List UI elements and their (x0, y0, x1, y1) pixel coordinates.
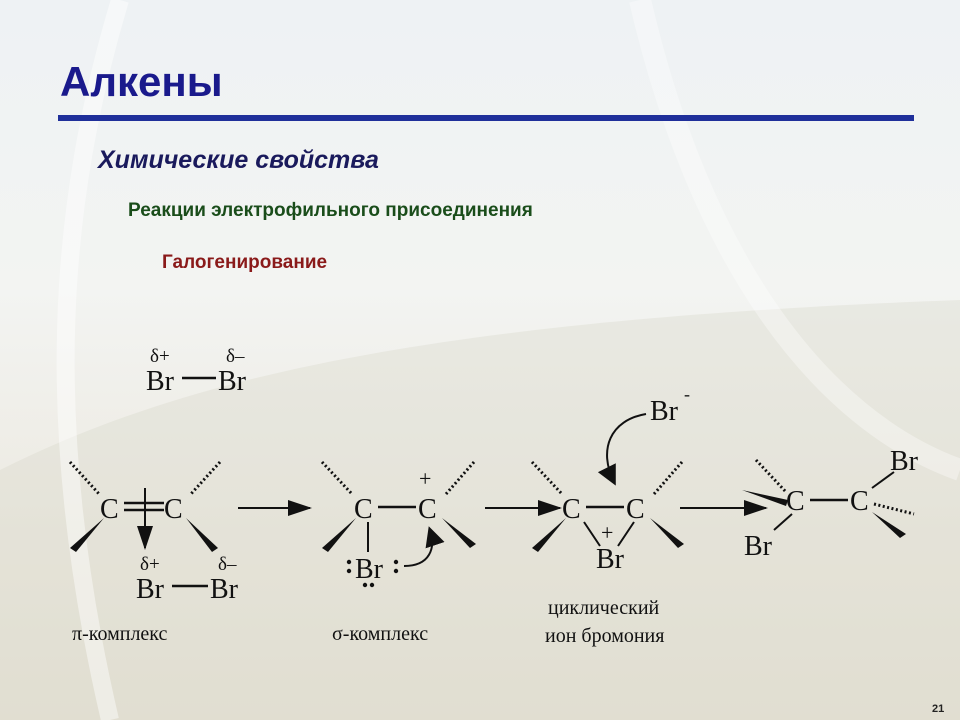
charge-delta-minus: δ– (226, 346, 245, 367)
hashed-bond (188, 460, 222, 497)
carbon-atom: C (100, 494, 119, 525)
carbon-atom: C (418, 494, 437, 525)
bond (773, 513, 793, 531)
bond (617, 521, 635, 547)
bond (871, 471, 895, 489)
bromine-atom: Br (355, 554, 384, 585)
pi-complex: C C δ+ δ– Br Br π-комплекс (68, 460, 239, 645)
carbon-atom: C (562, 494, 581, 525)
bromine-atom: Br (744, 531, 773, 562)
hashed-bond (530, 460, 564, 496)
bromine-atom: Br (210, 574, 239, 605)
bromine-atom: Br (136, 574, 165, 605)
curved-arrow (403, 526, 445, 567)
wedge-bond (532, 518, 566, 552)
curved-arrow (597, 413, 647, 486)
hashed-bond (754, 458, 788, 494)
slide-subtitle: Химические свойства (98, 146, 379, 174)
sigma-complex: C C + Br σ-комплекс (320, 460, 476, 645)
carbon-atom: C (626, 494, 645, 525)
charge-delta-minus: δ– (218, 554, 237, 575)
title-underline (58, 115, 914, 121)
wedge-bond (442, 518, 476, 548)
wedge-bond (186, 518, 218, 552)
section-heading: Реакции электрофильного присоединения (128, 200, 533, 221)
hashed-bond (68, 460, 102, 497)
charge-delta-plus: δ+ (140, 554, 160, 575)
lone-pair (393, 568, 399, 574)
lone-pair (362, 582, 368, 588)
wedge-bond (742, 490, 788, 506)
hashed-bond (652, 461, 684, 495)
bond (583, 521, 601, 547)
bromine-atom: Br (218, 366, 247, 397)
bromine-atom: Br (146, 366, 175, 397)
wedge-bond (70, 518, 104, 552)
lone-pair (346, 568, 352, 574)
hashed-bond (320, 460, 354, 496)
slide-title: Алкены (60, 58, 223, 105)
wedge-bond (650, 518, 684, 548)
lone-pair (393, 559, 399, 565)
carbon-atom: C (786, 486, 805, 517)
bromonium-label-line1: циклический (548, 597, 660, 619)
wedge-bond (872, 512, 906, 538)
pi-complex-label: π-комплекс (72, 623, 168, 645)
reagent-br2: δ+ δ– Br Br (146, 346, 247, 397)
bromine-atom: Br (890, 446, 919, 477)
charge-delta-plus: δ+ (150, 346, 170, 367)
dibromide-product: C C Br Br (742, 446, 919, 562)
hashed-bond (873, 502, 915, 516)
carbon-atom: C (164, 494, 183, 525)
bromonium-charge: + (601, 520, 613, 545)
sigma-complex-label: σ-комплекс (332, 623, 428, 645)
bromide-charge: - (684, 384, 690, 404)
bromide-ion: Br (650, 396, 679, 427)
bromonium-ion: Br - C C + Br циклический ион бромония (530, 384, 690, 647)
carbon-atom: C (850, 486, 869, 517)
lone-pair (346, 559, 352, 565)
hashed-bond (444, 461, 476, 495)
carbocation-charge: + (419, 466, 431, 491)
page-number: 21 (932, 703, 945, 715)
bromonium-label-line2: ион бромония (545, 625, 664, 647)
wedge-bond (322, 518, 356, 552)
carbon-atom: C (354, 494, 373, 525)
bromine-atom: Br (596, 544, 625, 575)
subsection-heading: Галогенирование (162, 252, 328, 273)
lone-pair (369, 582, 375, 588)
